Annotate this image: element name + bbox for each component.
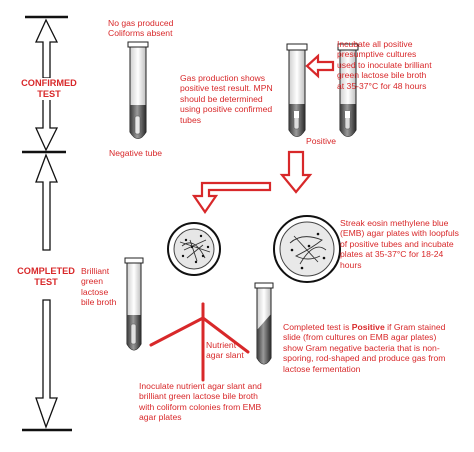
stage-label-confirmed: CONFIRMED TEST [8, 78, 90, 100]
negative-tube-label: Negative tube [109, 148, 163, 158]
completed-line1: Completed test is Positive if Gram stain… [283, 322, 471, 332]
streak-line1: Streak eosin methylene blue [340, 218, 449, 228]
completed-line2: slide (from cultures on EMB agar plates) [283, 332, 437, 343]
gas-line4: using positive confirmed [180, 104, 273, 115]
negative-tube [127, 41, 149, 139]
positive-tube-1 [286, 43, 308, 137]
timeline-arrows [34, 18, 59, 429]
inoculate-line4: agar plates [139, 412, 182, 423]
streak-line5: hours [340, 259, 362, 270]
broth-line3: lactose [81, 286, 109, 297]
completed-line4: sporing, rod-shaped and produce gas from [283, 353, 446, 364]
completed-line3: show Gram negative bacteria that is non- [283, 342, 440, 353]
slant-label: Nutrient agar slant [206, 340, 258, 361]
incubate-line3: used to inoculate brilliant [337, 59, 432, 70]
timeline [22, 15, 72, 432]
positive-tube-2 [337, 43, 359, 137]
inoculate-line2: brilliant green lactose bile broth [139, 391, 258, 402]
stage-confirmed-line1: CONFIRMED [21, 78, 77, 88]
incubate-line1: Incubate all positive [337, 39, 413, 49]
completed-bold: Positive [351, 322, 385, 332]
no-gas-text: No gas produced Coliforms absent [108, 18, 228, 39]
stage-confirmed-line2: TEST [37, 89, 61, 99]
incubate-line2: presumptive cultures [337, 49, 417, 60]
no-gas-line2: Coliforms absent [108, 28, 173, 39]
confirmed-arrow-bottom [34, 91, 59, 152]
completed-arrow-bottom [35, 299, 58, 429]
arrow-to-tube [305, 53, 335, 79]
arrow-elbow-left [191, 181, 272, 214]
completed-text: Completed test is Positive if Gram stain… [283, 322, 471, 374]
inoculate-line3: with coliform colonies from EMB [139, 401, 262, 412]
streak-line3: of positive tubes and incubate [340, 238, 454, 249]
gas-production-text: Gas production shows positive test resul… [180, 73, 298, 125]
completed-arrow-top [35, 153, 58, 251]
broth-line1: Brilliant [81, 266, 110, 276]
broth-tube [124, 257, 144, 351]
stage-completed-line1: COMPLETED [17, 266, 75, 276]
completed-line5: lactose fermentation [283, 363, 361, 374]
inoculate-line1: Inoculate nutrient agar slant and [139, 381, 262, 391]
red-arrows [191, 53, 335, 214]
emb-plate-left [167, 222, 221, 276]
broth-line4: bile broth [81, 297, 117, 308]
incubate-line5: at 35-37°C for 48 hours [337, 80, 427, 91]
completed-post: if Gram stained [384, 322, 446, 332]
completed-pre: Completed test is [283, 322, 352, 332]
stage-label-completed: COMPLETED TEST [4, 266, 88, 288]
red-connector [149, 302, 250, 382]
streak-text: Streak eosin methylene blue (EMB) agar p… [340, 218, 472, 270]
incubate-line4: green lactose bile broth [337, 70, 427, 81]
arrow-down-positive [279, 150, 313, 194]
confirmed-arrow-top [34, 18, 59, 79]
streak-line4: plates at 35-37°C for 18-24 [340, 249, 444, 260]
gas-line2: positive test result. MPN [180, 83, 273, 94]
inoculate-text: Inoculate nutrient agar slant and brilli… [139, 381, 289, 423]
gas-line3: should be determined [180, 93, 263, 104]
slant-line2: agar slant [206, 350, 244, 361]
gas-line5: tubes [180, 114, 202, 125]
gas-line1: Gas production shows [180, 73, 266, 83]
broth-label: Brilliant green lactose bile broth [81, 266, 129, 308]
slant-line1: Nutrient [206, 340, 237, 350]
emb-plate-right [273, 215, 341, 283]
no-gas-line1: No gas produced [108, 18, 174, 28]
slant-tube [254, 282, 274, 365]
broth-line2: green [81, 276, 103, 287]
positive-label: Positive [306, 136, 337, 146]
incubate-text: Incubate all positive presumptive cultur… [337, 39, 469, 91]
streak-line2: (EMB) agar plates with loopfuls [340, 228, 459, 239]
stage-completed-line2: TEST [34, 277, 58, 287]
